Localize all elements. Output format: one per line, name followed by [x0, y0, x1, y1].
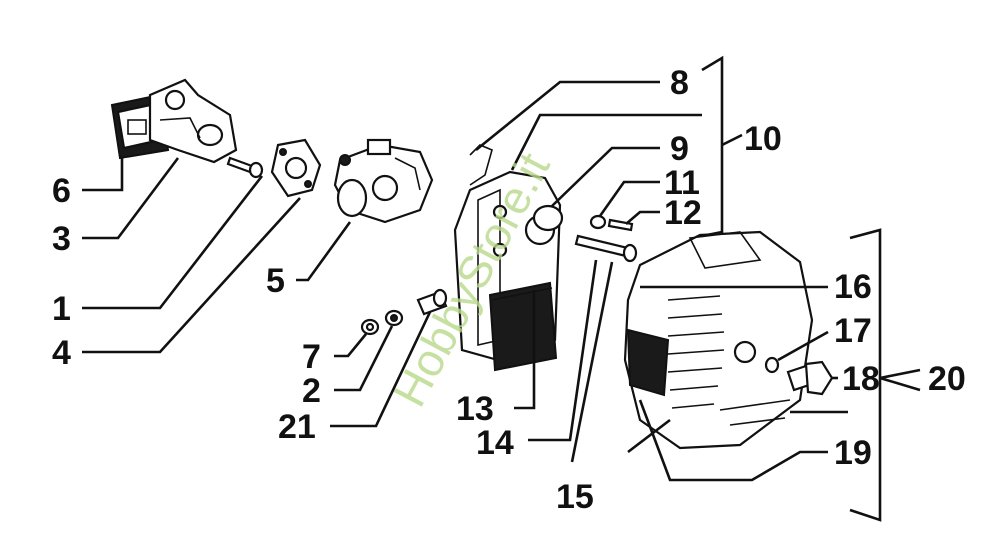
part-13-filter	[488, 281, 558, 372]
label-15: 15	[556, 478, 594, 516]
label-18: 18	[842, 360, 880, 398]
part-15-bolt	[574, 234, 638, 263]
part-1-screw	[226, 156, 264, 179]
part-7-washer	[360, 318, 380, 336]
part-2-washer	[384, 309, 404, 327]
label-14: 14	[476, 424, 514, 462]
label-19: 19	[834, 434, 872, 472]
cover-slots	[667, 295, 725, 409]
label-7: 7	[302, 338, 321, 376]
label-12: 12	[664, 194, 702, 232]
bracket-10	[701, 55, 743, 238]
part-5-carburetor	[333, 138, 434, 224]
part-18-knob	[786, 360, 834, 396]
label-6: 6	[52, 172, 71, 210]
part-11-washer	[589, 214, 607, 230]
label-13: 13	[456, 390, 494, 428]
part-17-washer	[764, 356, 780, 374]
leader-lines	[82, 80, 848, 482]
part-12-screw	[607, 218, 634, 232]
label-17: 17	[834, 312, 872, 350]
callout-labels: 6 3 1 4 5 7 2 21 8 10 9 11 12 13 14 15 1…	[52, 64, 966, 516]
bracket-20	[849, 228, 921, 522]
label-8: 8	[670, 64, 689, 102]
label-1: 1	[52, 290, 71, 328]
part-4-gasket	[270, 138, 322, 198]
part-3-manifold	[148, 78, 238, 164]
label-9: 9	[670, 130, 689, 168]
label-5: 5	[266, 262, 285, 300]
part-20-cover	[623, 230, 814, 450]
label-21: 21	[278, 408, 316, 446]
label-16: 16	[834, 268, 872, 306]
label-20: 20	[928, 360, 966, 398]
label-3: 3	[52, 220, 71, 258]
label-10: 10	[744, 120, 782, 158]
part-21-screw	[416, 288, 448, 316]
part-9-seal	[532, 204, 564, 232]
label-4: 4	[52, 334, 71, 372]
label-2: 2	[302, 372, 321, 410]
label-11: 11	[664, 164, 700, 202]
